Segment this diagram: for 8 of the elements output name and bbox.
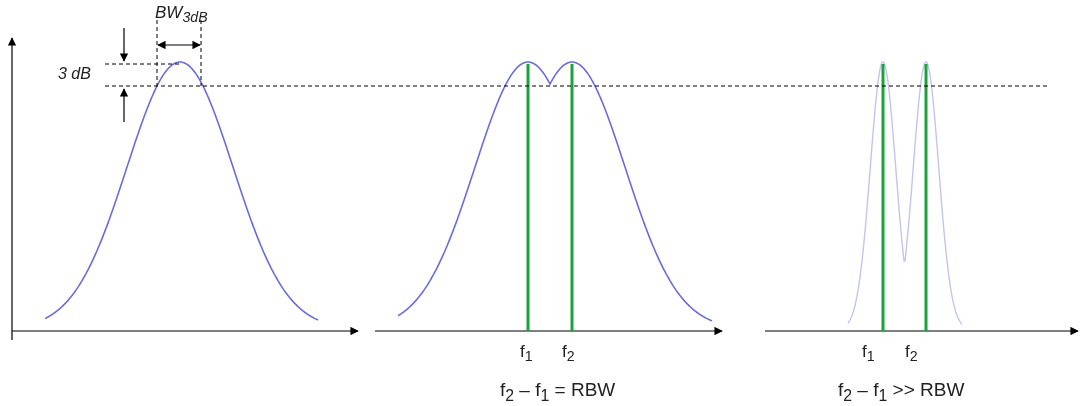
caption: f$_{2}$ – f$_{1}$ = RBW bbox=[500, 380, 616, 404]
dimension-label: 3 dB bbox=[58, 66, 91, 82]
caption: f$_{2}$ – f$_{1}$ >> RBW bbox=[838, 380, 965, 404]
frequency-label: f$_{2}$ bbox=[562, 343, 575, 364]
frequency-label: f$_{1}$ bbox=[862, 343, 875, 364]
frequency-label: f$_{1}$ bbox=[520, 343, 533, 364]
frequency-label: f$_{2}$ bbox=[905, 343, 918, 364]
dimension-label: BW$_{3dB}$ bbox=[155, 4, 208, 25]
